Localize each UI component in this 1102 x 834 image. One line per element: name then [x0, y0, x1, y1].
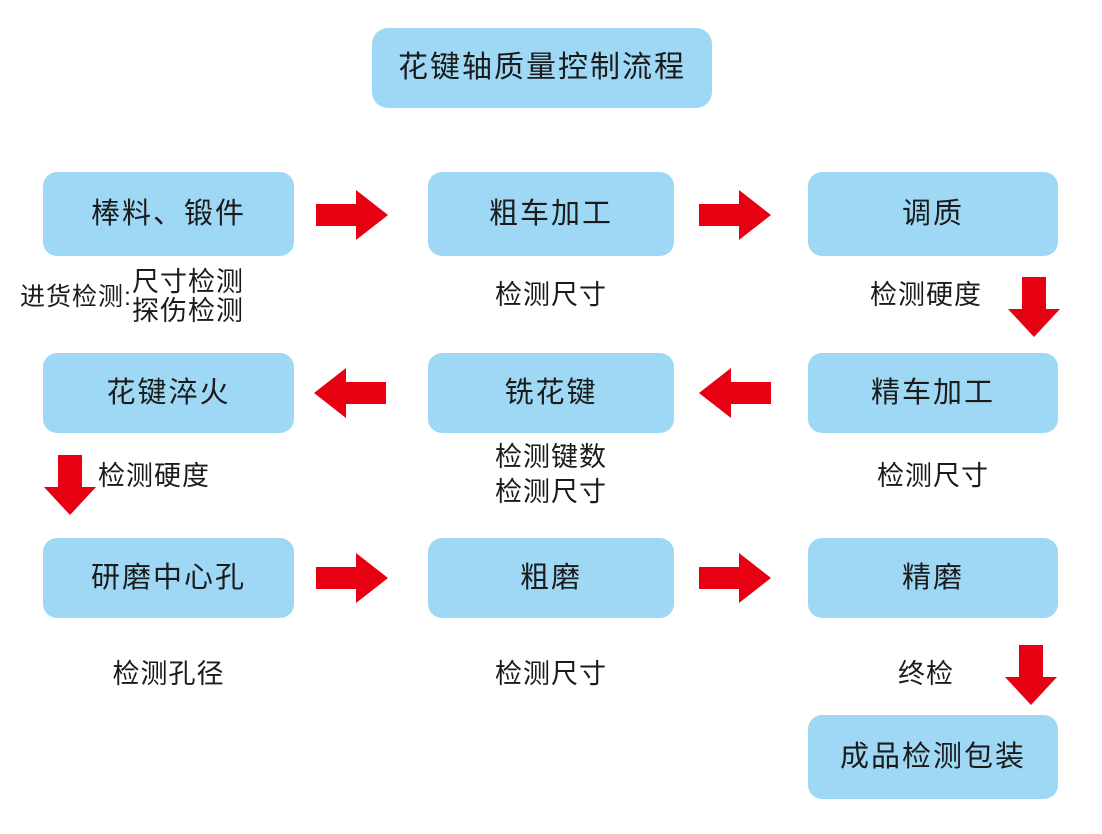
node-finish-grinding[interactable]: 精磨	[808, 538, 1058, 618]
arrow-right-icon-2	[699, 190, 771, 240]
node-raw-material[interactable]: 棒料、锻件	[43, 172, 294, 256]
caption-incoming-inspection-lead: 进货检测:	[20, 282, 132, 311]
caption-incoming-inspection-line1: 尺寸检测	[131, 267, 244, 297]
arrow-down-icon-3	[1005, 645, 1057, 705]
node-raw-material-label: 棒料、锻件	[90, 197, 246, 230]
node-rough-grinding[interactable]: 粗磨	[428, 538, 674, 618]
flowchart-title-box: 花键轴质量控制流程	[372, 28, 712, 108]
caption-rough-grinding: 检测尺寸	[495, 659, 607, 689]
caption-incoming-inspection: 进货检测:尺寸检测探伤检测	[20, 267, 244, 327]
node-spline-quenching[interactable]: 花键淬火	[43, 353, 294, 433]
node-spline-quenching-label: 花键淬火	[106, 376, 231, 409]
node-center-hole-grinding-label: 研磨中心孔	[90, 561, 246, 594]
arrow-left-icon-2	[699, 368, 771, 418]
caption-spline-milling-line2: 检测尺寸	[495, 477, 607, 508]
arrow-down-icon-1	[1008, 277, 1060, 337]
node-spline-milling[interactable]: 铣花键	[428, 353, 674, 433]
node-rough-turning[interactable]: 粗车加工	[428, 172, 674, 256]
node-quenching-tempering[interactable]: 调质	[808, 172, 1058, 256]
node-spline-milling-label: 铣花键	[504, 376, 598, 409]
node-final-inspection-packaging[interactable]: 成品检测包装	[808, 715, 1058, 799]
caption-spline-milling-line1: 检测键数	[495, 442, 607, 472]
node-center-hole-grinding[interactable]: 研磨中心孔	[43, 538, 294, 618]
node-finish-grinding-label: 精磨	[901, 561, 964, 594]
caption-center-hole-grinding: 检测孔径	[112, 659, 225, 689]
caption-rough-turning: 检测尺寸	[495, 280, 607, 310]
node-finish-turning[interactable]: 精车加工	[808, 353, 1058, 433]
flowchart-title-label: 花键轴质量控制流程	[398, 51, 686, 84]
caption-final-inspection: 终检	[898, 659, 954, 689]
caption-spline-milling: 检测键数 检测尺寸	[428, 442, 674, 508]
arrow-down-icon-2	[44, 455, 96, 515]
node-final-inspection-packaging-label: 成品检测包装	[839, 740, 1026, 773]
caption-finish-turning: 检测尺寸	[877, 461, 989, 491]
node-rough-turning-label: 粗车加工	[488, 197, 613, 230]
caption-spline-quenching: 检测硬度	[98, 461, 210, 491]
node-finish-turning-label: 精车加工	[870, 376, 995, 409]
arrow-right-icon-1	[316, 190, 388, 240]
node-quenching-tempering-label: 调质	[901, 197, 964, 230]
arrow-right-icon-3	[316, 553, 388, 603]
arrow-left-icon-1	[314, 368, 386, 418]
arrow-right-icon-4	[699, 553, 771, 603]
node-rough-grinding-label: 粗磨	[519, 561, 582, 594]
caption-quenching-tempering: 检测硬度	[870, 280, 982, 310]
caption-incoming-inspection-line2: 探伤检测	[131, 296, 244, 327]
